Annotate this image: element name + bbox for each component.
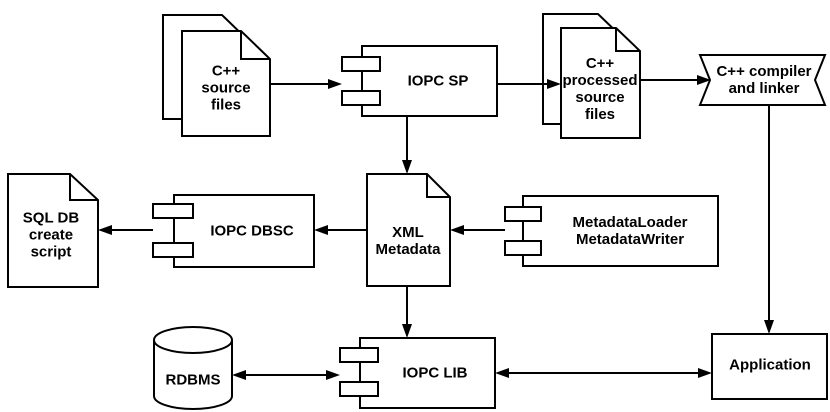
- edge-lib-rdbms: [232, 370, 340, 380]
- edge-sp-to-xml: [402, 116, 412, 174]
- metadata-tools-node: [504, 195, 719, 267]
- sql-script-label: SQL DB create script: [22, 209, 80, 261]
- iopc-sp-label: IOPC SP: [407, 72, 469, 90]
- iopc-dbsc-node: [152, 194, 315, 268]
- edge-lib-application: [495, 368, 712, 378]
- edge-tools-to-xml: [450, 225, 505, 235]
- cpp-source-files-label: C++ source files: [201, 62, 251, 114]
- edge-source-to-sp: [270, 79, 342, 89]
- iopc-sp-node: [341, 45, 498, 117]
- rdbms-node: [153, 326, 233, 410]
- sql-script-node: [7, 173, 99, 288]
- metadata-tools-label: MetadataLoader MetadataWriter: [572, 214, 688, 248]
- application-label: Application: [729, 356, 811, 374]
- iopc-dbsc-label: IOPC DBSC: [210, 222, 294, 240]
- application-node: [711, 333, 828, 400]
- rdbms-label: RDBMS: [165, 371, 221, 389]
- compiler-label: C++ compiler and linker: [716, 63, 812, 97]
- edge-sp-to-processed: [497, 79, 561, 89]
- xml-metadata-label: XML Metadata: [375, 224, 441, 258]
- cpp-processed-files-label: C++ processed source files: [562, 55, 638, 123]
- edge-dbsc-to-sql: [98, 225, 153, 235]
- edge-processed-to-compiler: [640, 75, 711, 85]
- iopc-lib-label: IOPC LIB: [402, 364, 468, 382]
- iopc-lib-node: [339, 337, 496, 409]
- cpp-processed-files-node: [542, 13, 641, 139]
- edge-xml-to-dbsc: [314, 225, 367, 235]
- xml-metadata-node: [366, 173, 451, 287]
- edge-xml-to-lib: [402, 286, 412, 338]
- cpp-source-files-node: [162, 14, 271, 137]
- edge-compiler-to-application: [764, 105, 774, 334]
